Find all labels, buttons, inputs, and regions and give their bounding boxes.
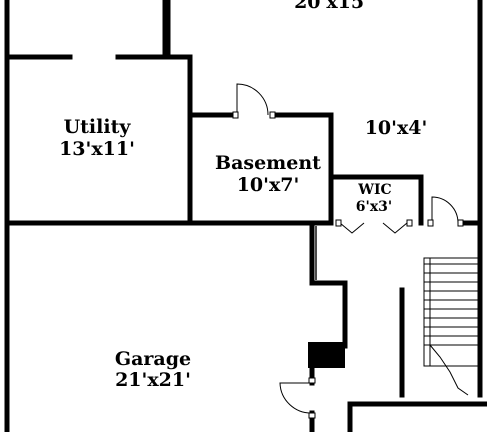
door-jamb (406, 219, 413, 227)
door-jamb (335, 219, 342, 227)
door-jamb (457, 219, 464, 227)
hall-door (431, 196, 459, 224)
door-jamb (308, 412, 316, 419)
hall-size: 10'x4' (365, 117, 428, 139)
basement-name: Basement (215, 152, 321, 174)
doors (232, 83, 464, 419)
wic-name: WIC (357, 182, 391, 198)
garage-name: Garage (115, 348, 191, 370)
stair-direction-line (429, 344, 469, 396)
garage-size: 21'x21' (115, 369, 191, 391)
top-room-size: 20'x15' (294, 0, 370, 13)
stair-outline (423, 257, 481, 367)
wic-size: 6'x3' (356, 199, 392, 215)
garage-entry-door (279, 382, 313, 414)
door-jamb (308, 377, 316, 384)
basement-size: 10'x7' (237, 174, 300, 196)
basement-door (236, 83, 269, 116)
wic-bifold-door-right (382, 222, 408, 234)
utility-name: Utility (64, 116, 132, 138)
door-jamb (427, 219, 434, 227)
door-jamb (269, 111, 276, 119)
support-column (308, 342, 345, 368)
wic-bifold-door-left (339, 222, 365, 234)
utility-size: 13'x11' (59, 138, 135, 160)
walls (4, 0, 487, 432)
door-jamb (232, 111, 239, 119)
stairs (423, 257, 481, 396)
